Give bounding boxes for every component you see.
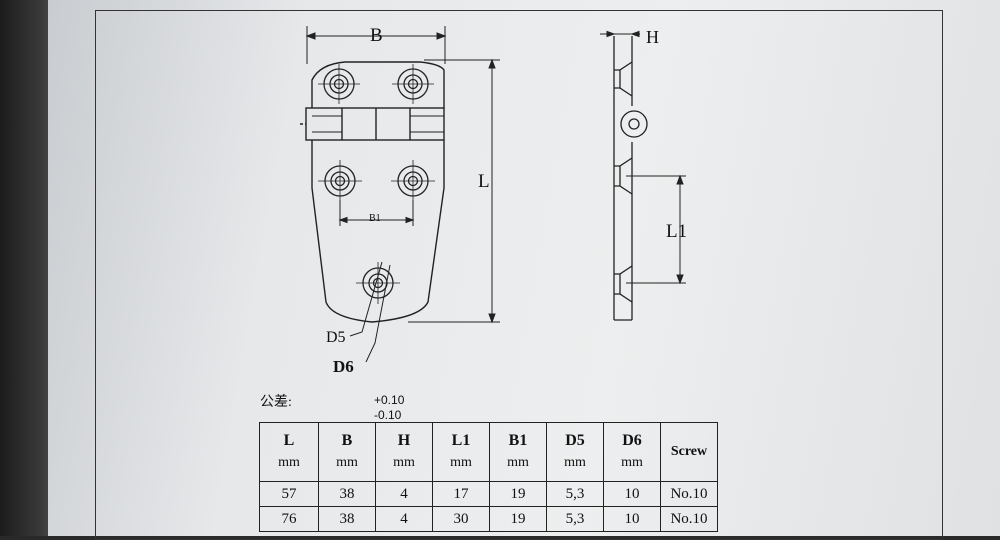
dim-B xyxy=(305,26,447,64)
dim-L xyxy=(408,58,500,324)
table-cell: No.10 xyxy=(660,481,718,507)
table-row: 76 38 4 30 19 5,3 10 No.10 xyxy=(259,506,718,532)
label-D6: D6 xyxy=(333,357,354,376)
label-L1: L1 xyxy=(666,221,688,242)
table-cell: 5,3 xyxy=(546,506,604,532)
tolerance-minus: -0.10 xyxy=(374,408,402,422)
label-B1: B1 xyxy=(369,213,381,224)
dim-B1 xyxy=(338,200,415,226)
upper-leaf-outline xyxy=(311,61,445,108)
tolerance-plus: +0.10 xyxy=(374,393,405,407)
table-cell: No.10 xyxy=(660,506,718,532)
header-screw: Screw xyxy=(660,422,718,482)
table-cell: 38 xyxy=(318,506,376,532)
hinge-front-view xyxy=(300,61,445,323)
dim-H xyxy=(600,30,640,38)
table-cell: 30 xyxy=(432,506,490,532)
pin-profile xyxy=(628,118,640,130)
table-cell: 4 xyxy=(375,506,433,532)
table-cell: 5,3 xyxy=(546,481,604,507)
table-cell: 19 xyxy=(489,481,547,507)
table-cell: 10 xyxy=(603,506,661,532)
label-D5: D5 xyxy=(326,329,346,346)
countersink-bottom xyxy=(619,265,633,303)
countersink-mid xyxy=(619,157,633,195)
table-cell: 10 xyxy=(603,481,661,507)
countersink-top xyxy=(619,61,633,97)
table-cell: 19 xyxy=(489,506,547,532)
knuckle-band xyxy=(305,107,445,141)
hinge-side-view xyxy=(613,36,648,321)
label-H: H xyxy=(646,27,659,47)
table-cell: 57 xyxy=(259,481,319,507)
table-cell: 4 xyxy=(375,481,433,507)
lower-leaf-outline xyxy=(311,140,445,323)
table-cell: 76 xyxy=(259,506,319,532)
tolerance-label: 公差: xyxy=(260,395,292,410)
table-cell: 17 xyxy=(432,481,490,507)
knuckle-profile xyxy=(620,110,648,138)
dim-D-leaders xyxy=(349,261,391,363)
table-cell: 38 xyxy=(318,481,376,507)
table-row: 57 38 4 17 19 5,3 10 No.10 xyxy=(259,481,718,507)
label-B: B xyxy=(370,25,383,46)
label-L: L xyxy=(478,171,490,192)
dim-L1 xyxy=(626,174,686,285)
centre-marks xyxy=(318,64,435,304)
